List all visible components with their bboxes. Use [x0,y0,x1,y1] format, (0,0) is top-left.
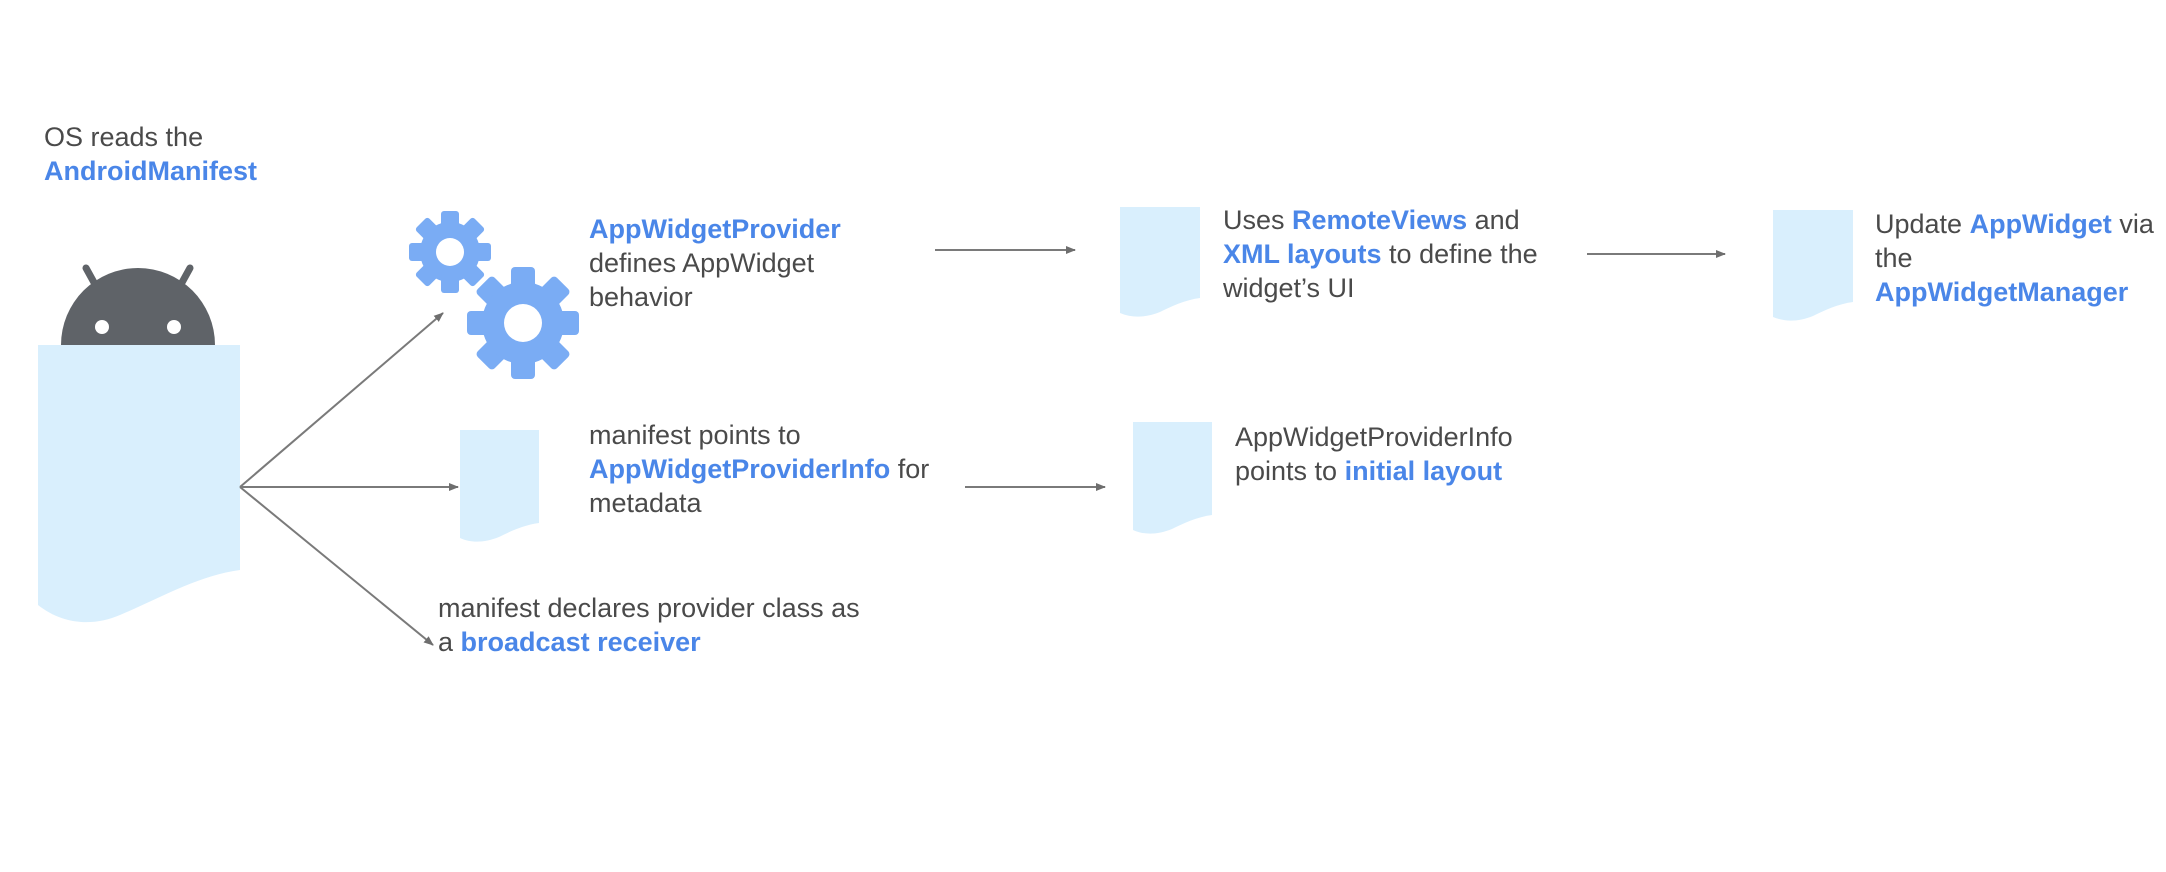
providerinfo-label: manifest points to AppWidgetProviderInfo… [589,420,930,518]
providerinfo-document-icon [460,430,539,542]
xml-layouts-term: XML layouts [1223,239,1382,269]
os-reads-manifest-label: OS reads the AndroidManifest [44,122,257,186]
arrow-to-provider [239,312,444,488]
android-manifest-term: AndroidManifest [44,156,257,186]
appwidgetmanager-document-icon [1773,210,1853,321]
gear-icon [409,211,491,293]
provider-label: AppWidgetProvider defines AppWidget beha… [589,214,841,312]
manifest-document-icon [38,345,240,623]
initial-layout-term: initial layout [1344,456,1503,486]
remoteviews-term: RemoteViews [1292,205,1468,235]
remoteviews-document-icon [1120,207,1200,317]
appwidgetmanager-term: AppWidgetManager [1875,277,2129,307]
android-icon [61,264,215,345]
appwidget-term: AppWidget [1969,209,2112,239]
remoteviews-label: Uses RemoteViews and XML layouts to defi… [1223,205,1538,303]
broadcast-receiver-label: manifest declares provider class as a br… [438,593,860,657]
initial-layout-document-icon [1133,422,1212,534]
update-appwidget-label: Update AppWidget via the AppWidgetManage… [1875,209,2154,307]
arrow-to-receiver [239,486,434,646]
gear-icon [467,267,579,379]
initial-layout-label: AppWidgetProviderInfo points to initial … [1235,422,1513,486]
appwidgetprovider-term: AppWidgetProvider [589,214,841,244]
broadcast-receiver-term: broadcast receiver [460,627,701,657]
appwidgetproviderinfo-term: AppWidgetProviderInfo [589,454,891,484]
